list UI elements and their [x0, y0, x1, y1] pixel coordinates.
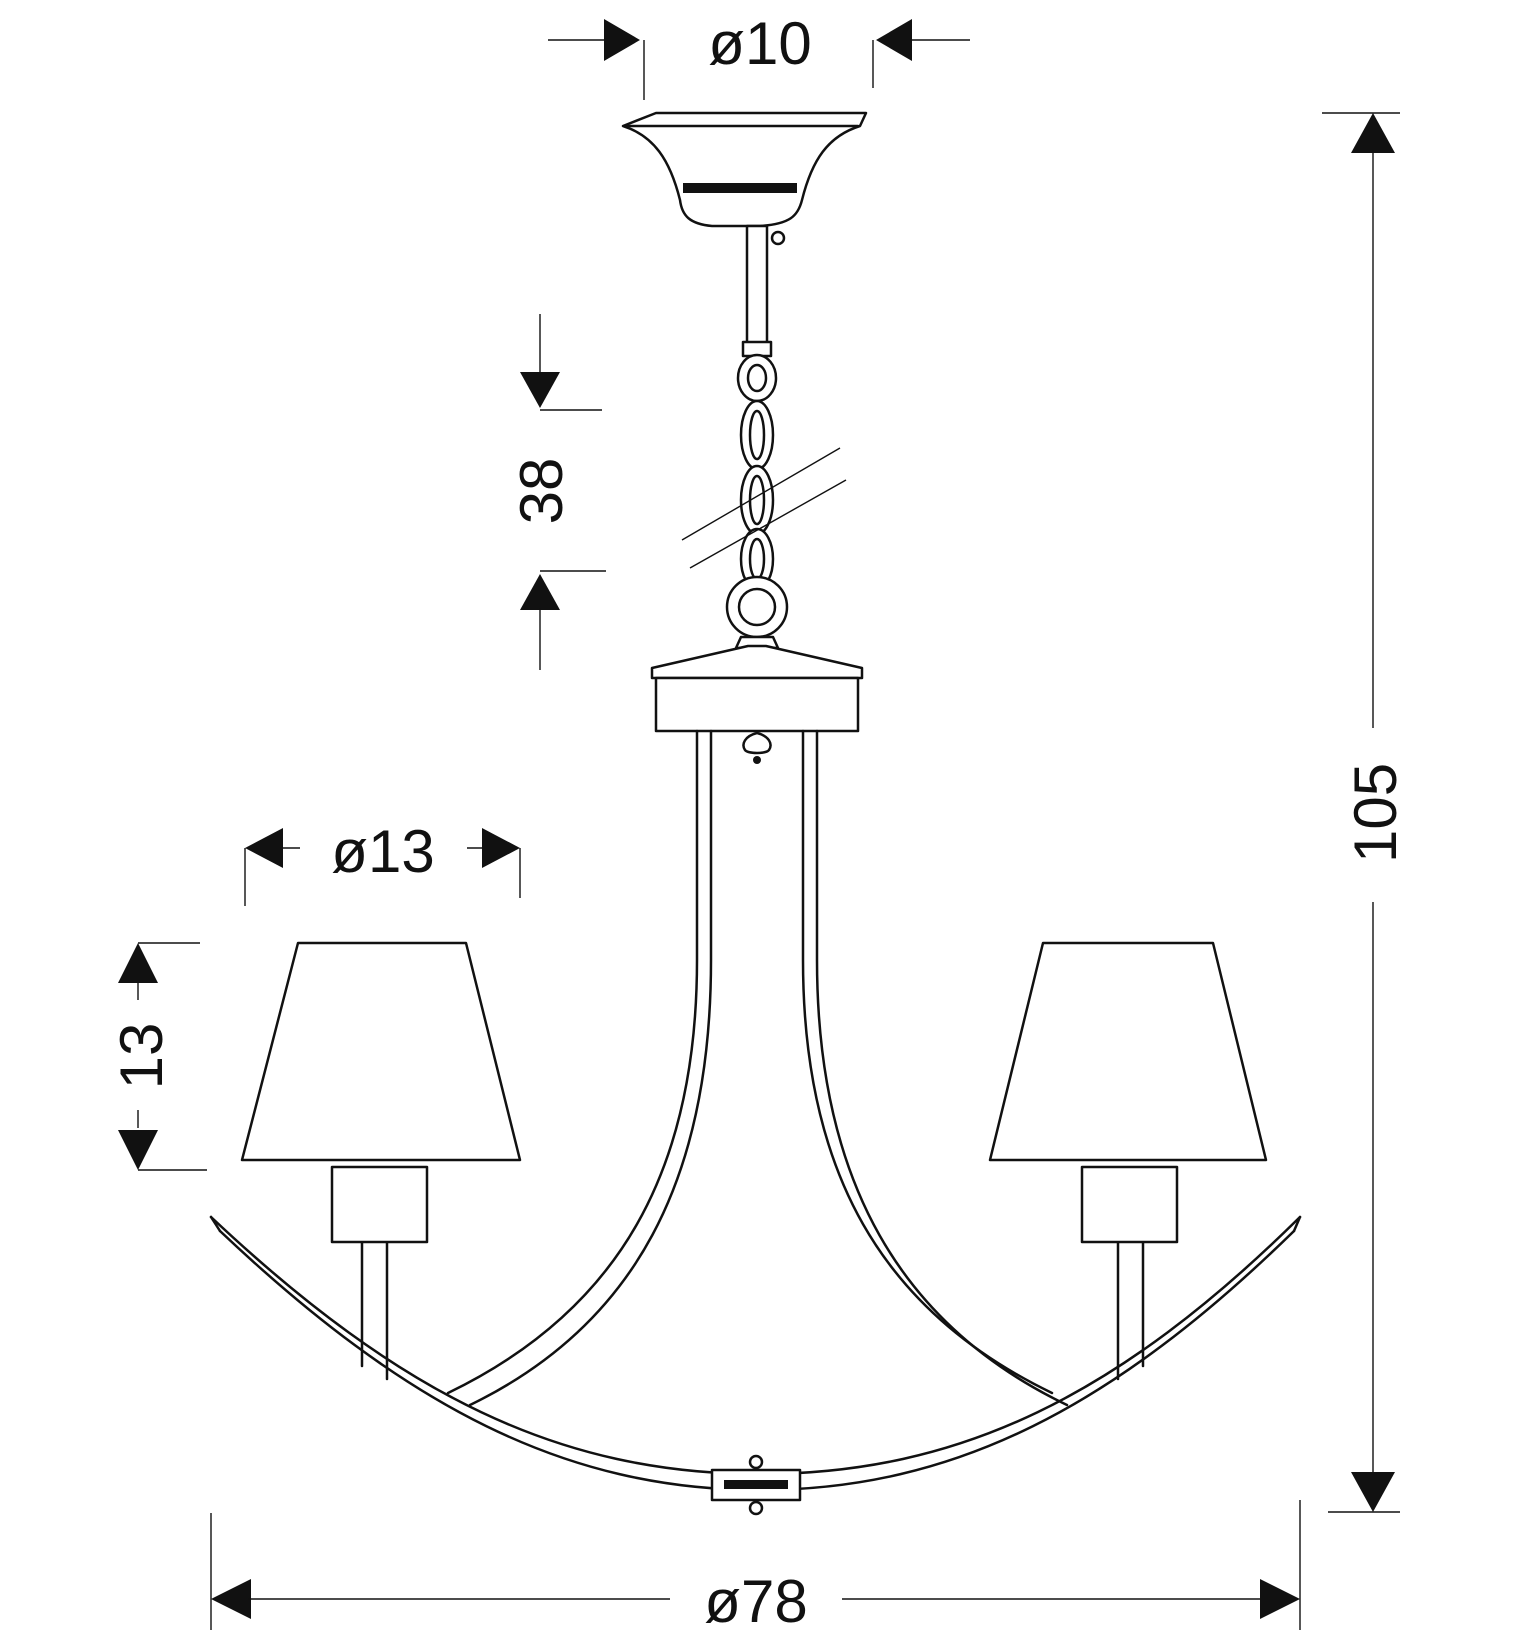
overall-diameter-label: ø78	[704, 1568, 807, 1635]
dimension-shade-height: 13	[108, 942, 207, 1171]
shade-diameter-label: ø13	[331, 818, 434, 885]
central-hub	[650, 635, 864, 764]
suspension-chain	[681, 224, 847, 639]
left-lamp-shade	[240, 941, 522, 1244]
shade-height-label: 13	[108, 1023, 175, 1090]
right-lamp-shade	[988, 941, 1268, 1244]
dimension-overall-diameter: ø78	[210, 1500, 1301, 1635]
ceiling-canopy	[621, 111, 868, 228]
dimension-canopy-diameter: ø10	[548, 10, 970, 100]
dimension-shade-diameter: ø13	[244, 818, 521, 906]
dimension-total-height: 105	[1322, 112, 1409, 1513]
lamp-frame	[209, 729, 1302, 1516]
dimension-chain-length: 38	[508, 314, 606, 670]
total-height-label: 105	[1342, 763, 1409, 863]
canopy-diameter-label: ø10	[708, 10, 811, 77]
chain-length-label: 38	[508, 458, 575, 525]
